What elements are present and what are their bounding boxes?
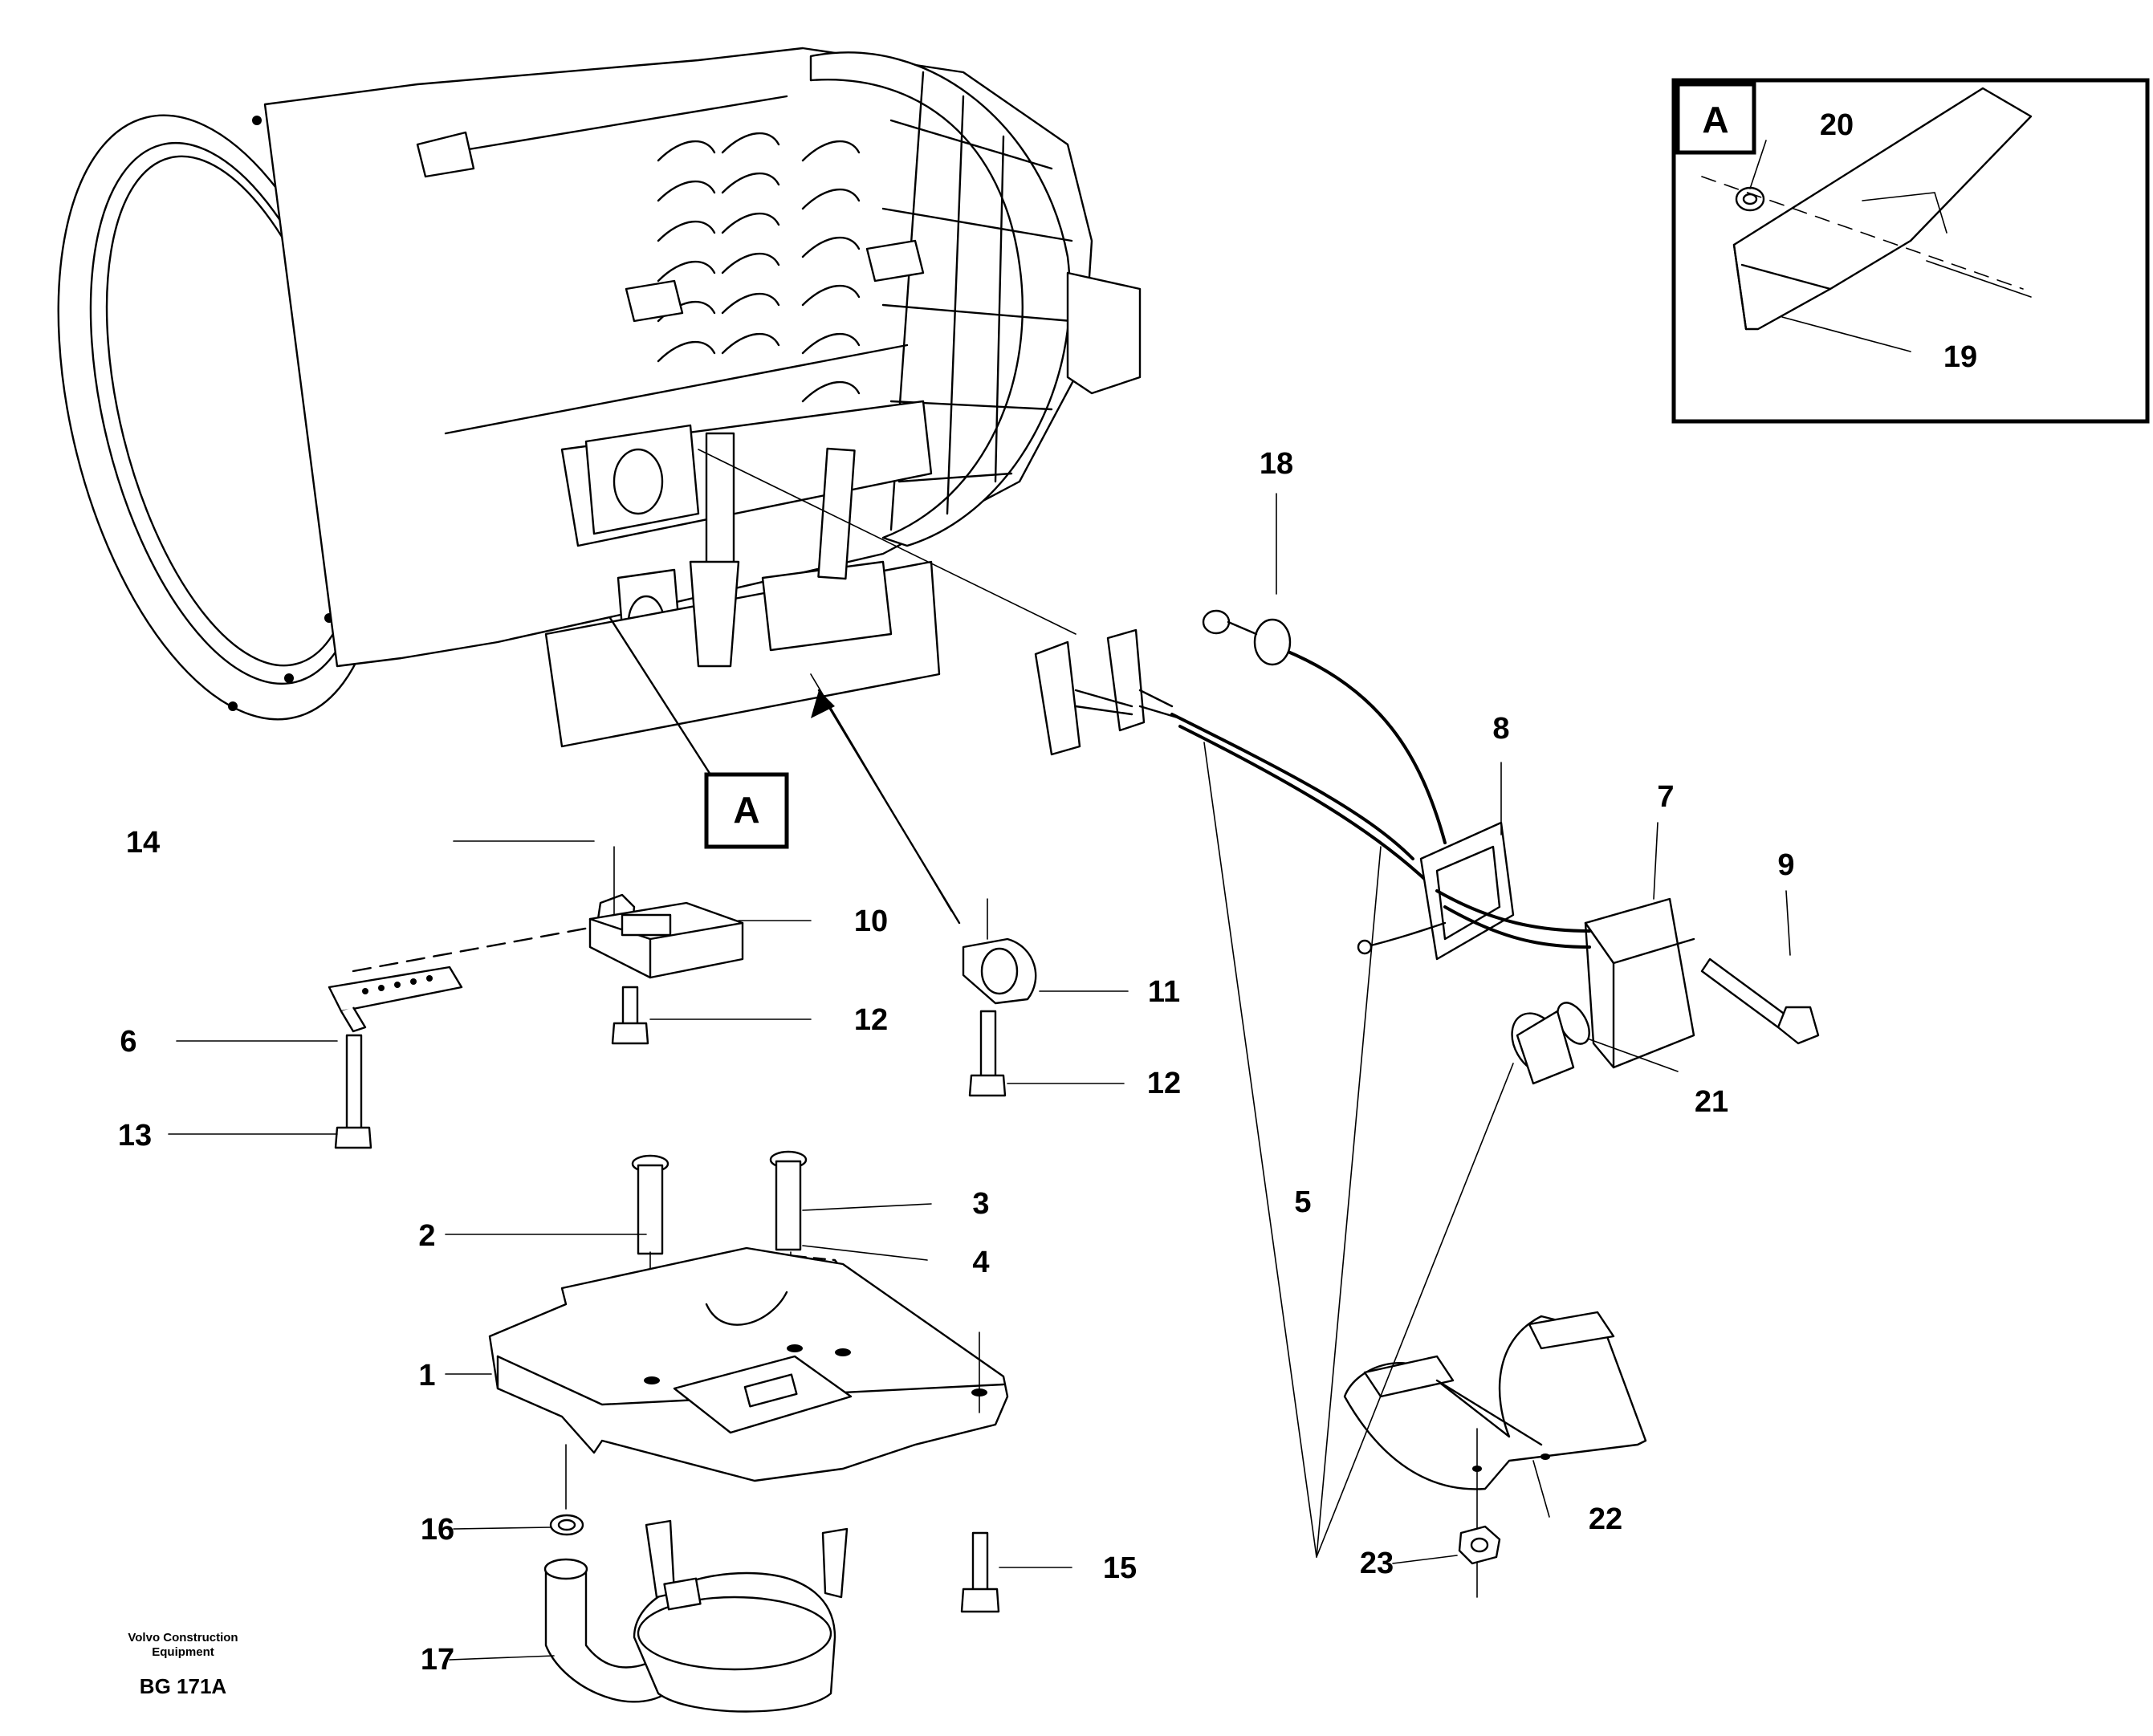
callout-2: 2 (418, 1219, 435, 1253)
screw-13 (334, 1034, 372, 1149)
callout-3: 3 (972, 1187, 989, 1221)
callout-14: 14 (126, 826, 160, 860)
callout-19: 19 (1943, 340, 1977, 374)
callout-11: 11 (1148, 975, 1180, 1009)
connector-6 (328, 966, 463, 1033)
company-line2: Equipment (152, 1645, 214, 1659)
tube-2 (631, 1154, 670, 1255)
callout-15: 15 (1103, 1551, 1137, 1585)
tube-3 (769, 1150, 808, 1251)
callout-10: 10 (854, 905, 888, 938)
valve-plate-1 (488, 1246, 1009, 1482)
callout-22: 22 (1589, 1502, 1622, 1536)
inset-view-a-label: A (1702, 99, 1728, 140)
clip-22 (1343, 1311, 1647, 1490)
view-a-marker: A (608, 616, 789, 849)
callout-9: 9 (1777, 848, 1794, 882)
clamp-11 (962, 898, 1037, 1005)
figure-code: BG 171A (140, 1674, 227, 1698)
callout-4: 4 (972, 1246, 989, 1279)
inset-view-a: A (1671, 78, 2150, 424)
callout-23: 23 (1360, 1547, 1394, 1580)
view-a-marker-label: A (733, 789, 759, 831)
callout-labels: 14 10 12 6 13 11 12 2 3 4 1 16 15 17 18 … (118, 108, 1977, 1677)
callout-18: 18 (1260, 447, 1293, 481)
callout-1: 1 (418, 1359, 435, 1392)
callout-12-right: 12 (1147, 1067, 1181, 1100)
leader-housing-to-harness (698, 449, 1076, 635)
callout-20: 20 (1820, 108, 1854, 142)
callout-8: 8 (1492, 712, 1509, 746)
callout-7: 7 (1657, 780, 1674, 814)
callout-6: 6 (120, 1025, 136, 1059)
strainer-17 (543, 1519, 849, 1713)
screw-12-left (611, 986, 649, 1045)
wiring-harness (1034, 609, 1695, 1085)
callout-17: 17 (421, 1643, 454, 1677)
transmission-housing (57, 47, 1142, 748)
footer: Volvo Construction Equipment BG 171A (128, 1631, 238, 1698)
callout-16: 16 (421, 1513, 454, 1547)
screw-15 (960, 1531, 1000, 1613)
callout-21: 21 (1695, 1085, 1728, 1119)
screw-12-right (968, 1010, 1007, 1097)
company-line1: Volvo Construction (128, 1631, 238, 1645)
seal-16 (549, 1514, 584, 1536)
bracket-10 (588, 901, 744, 979)
nut-23 (1458, 1525, 1501, 1565)
callout-5: 5 (1294, 1185, 1311, 1219)
callout-12-left: 12 (854, 1003, 888, 1037)
bolt-9 (1700, 957, 1820, 1045)
leader-lines (168, 140, 2032, 1661)
callout-13: 13 (118, 1119, 152, 1153)
